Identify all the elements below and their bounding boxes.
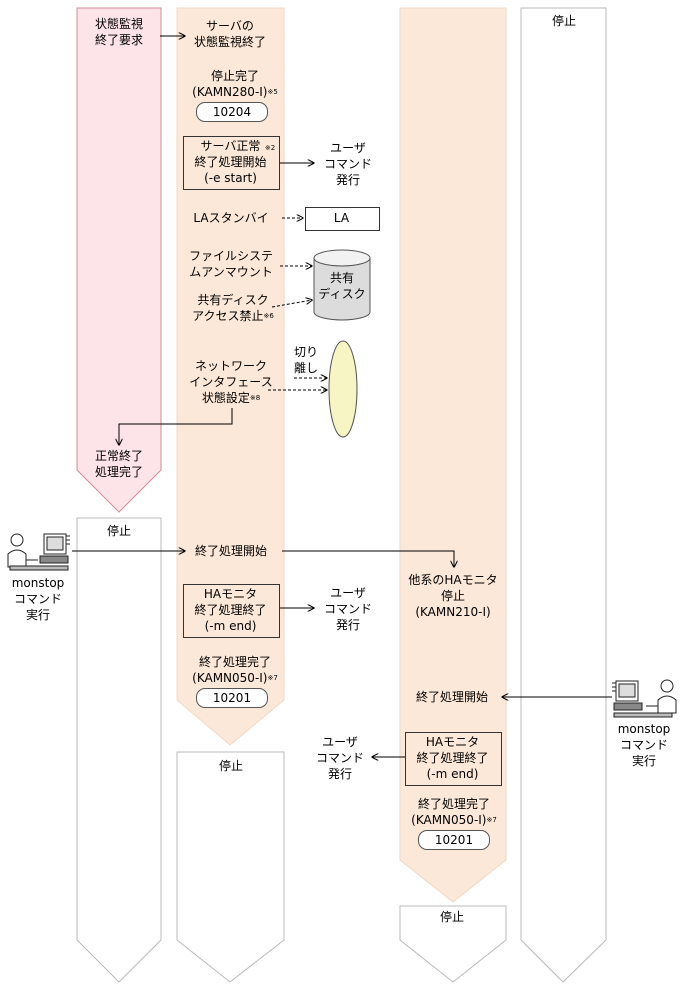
network-ellipse: [328, 340, 358, 438]
lane2-stopped: [176, 751, 285, 983]
arrow-other-stop: [282, 550, 454, 567]
code-badge-2: 10201: [196, 688, 268, 708]
user-command-3-label: ユーザ コマンド 発行: [315, 735, 364, 781]
ha-monitor-end-box-3: [405, 732, 502, 786]
other-ha-stop-label: 他系のHAモニタ 停止 (KAMN210-I): [408, 573, 498, 619]
nic-note: ※8: [249, 394, 261, 402]
normal-end-done-label: 正常終了 処理完了: [94, 449, 143, 479]
end-done-2-note: ※7: [267, 674, 278, 682]
lane4-stop-label: 停止: [551, 14, 576, 28]
la-standby-label: LAスタンバイ: [193, 211, 269, 225]
box1-note: ※2: [264, 144, 276, 152]
ha-monitor-end-box-2: [183, 584, 280, 638]
lane3-stopped: [399, 905, 507, 983]
lane4-stopped: [520, 7, 607, 983]
nic-state-label: ネットワーク インタフェース 状態設定※8: [178, 358, 284, 406]
stop-done-label: 停止完了 (KAMN280-I)※5: [180, 68, 290, 100]
lane1-active: [76, 7, 162, 513]
lane2-stop-label: 停止: [218, 759, 243, 773]
lane2-active: [176, 7, 285, 746]
shared-deny-note: ※6: [263, 312, 274, 320]
shared-disk-label: 共有 ディスク: [318, 271, 366, 301]
end-process-start-label: 終了処理開始: [194, 544, 267, 558]
la-box: [305, 207, 380, 231]
arrow-normal-end: [119, 408, 233, 445]
end-done-3-note: ※7: [486, 816, 497, 824]
person-pc-left-icon: [7, 533, 70, 571]
monitor-end-request-label: 状態監視 終了要求: [94, 17, 143, 47]
end-done-3-text: 終了処理完了 (KAMN050-I): [411, 797, 490, 827]
lane3-active: [399, 7, 507, 903]
end-done-2-text: 終了処理完了 (KAMN050-I): [192, 655, 271, 685]
shared-disk-deny-text: 共有ディスク アクセス禁止: [192, 293, 269, 323]
cut-label: 切り 離し: [293, 345, 318, 375]
ha-monitor-end-label-2: HAモニタ 終了処理終了 (-m end): [194, 587, 267, 633]
server-monitor-end-label: サーバの 状態監視終了: [193, 19, 266, 49]
lane3-stop-label: 停止: [439, 910, 464, 924]
fs-unmount-label: ファイルシステ ムアンマウント: [188, 249, 273, 279]
end-done-2-label: 終了処理完了 (KAMN050-I)※7: [180, 654, 290, 686]
shared-disk-deny-label: 共有ディスク アクセス禁止※6: [178, 292, 288, 324]
server-normal-end-label: サーバ正常 終了処理開始 (-e start): [194, 139, 267, 185]
user-command-2-label: ユーザ コマンド 発行: [323, 586, 372, 632]
code-badge-1: 10204: [196, 102, 268, 122]
monstop-right-label: monstop コマンド 実行: [617, 722, 671, 768]
stop-done-text: 停止完了 (KAMN280-I): [192, 69, 268, 99]
shared-disk-icon: [313, 249, 371, 321]
lane3-end-start-label: 終了処理開始: [415, 690, 488, 704]
stop-done-note: ※5: [267, 88, 278, 96]
la-label: LA: [333, 211, 350, 225]
person-pc-right-icon: [612, 679, 677, 718]
server-normal-end-box: [183, 136, 280, 190]
nic-state-text: ネットワーク インタフェース 状態設定: [189, 359, 273, 405]
lane1-stopped: [76, 517, 162, 983]
ha-monitor-end-label-3: HAモニタ 終了処理終了 (-m end): [416, 735, 489, 781]
arrow-disk-deny: [271, 300, 312, 308]
lane1-stop-label: 停止: [106, 524, 131, 538]
user-command-1-label: ユーザ コマンド 発行: [323, 141, 372, 187]
code-badge-3: 10201: [418, 830, 490, 850]
monstop-left-label: monstop コマンド 実行: [11, 576, 65, 622]
end-done-3-label: 終了処理完了 (KAMN050-I)※7: [398, 796, 510, 828]
